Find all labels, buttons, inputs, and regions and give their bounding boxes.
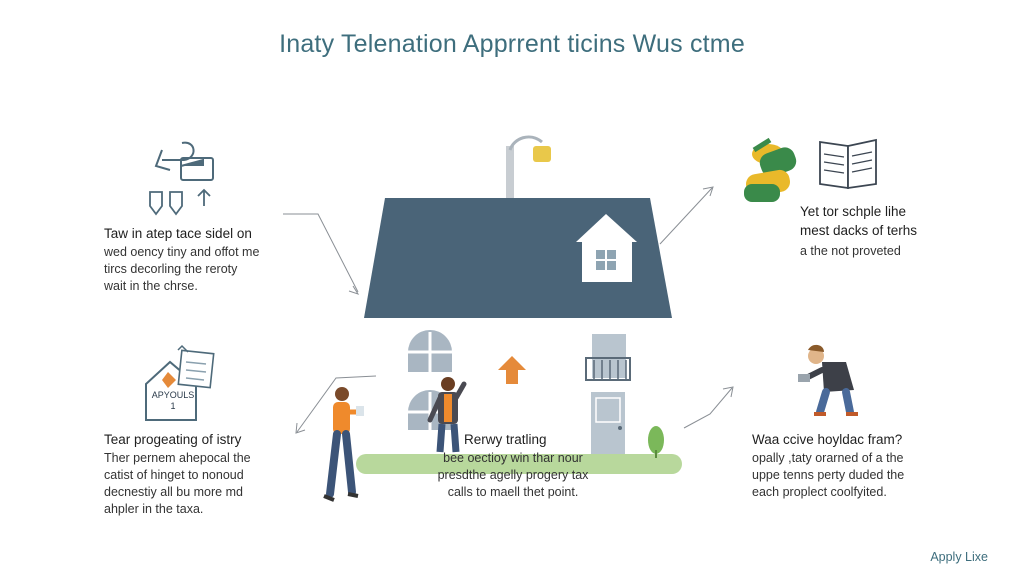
- block-line: uppe tenns perty duded the: [752, 468, 905, 482]
- balcony-door: [585, 334, 631, 381]
- block-heading: mest dacks of terhs: [800, 223, 918, 238]
- block-line: Ther pernem ahepocal the: [104, 451, 251, 465]
- arrow-bottom-right: [683, 387, 733, 429]
- sign-label: APYOULS 1: [150, 390, 196, 412]
- connector-arrows: [283, 186, 734, 434]
- block-bottom-center: Rerwy tratling bee oectioy win thar nour…: [408, 432, 618, 501]
- block-line: wait in the chrse.: [104, 279, 198, 293]
- arrow-top-right: [659, 187, 713, 245]
- block-heading: Taw in atep tace sidel on: [104, 226, 252, 241]
- sign-line-2: 1: [170, 401, 176, 411]
- block-top-left: Taw in atep tace sidel on wed oency tiny…: [104, 226, 259, 295]
- block-line: bee oectioy win thar nour: [443, 451, 583, 465]
- lamp-post-icon: [508, 135, 543, 151]
- money-roll-icon: [744, 137, 797, 202]
- tree-icon: [648, 426, 664, 458]
- lawn: [356, 454, 682, 474]
- block-line: decnestiy all bu more md: [104, 485, 243, 499]
- lamp-light: [533, 146, 551, 162]
- return-arrow-icon: [154, 141, 195, 171]
- block-top-right: Yet tor schple lihe mest dacks of terhs …: [800, 202, 917, 260]
- block-bottom-left: Tear progeating of istry Ther pernem ahe…: [104, 432, 251, 518]
- small-roof-arrow: [498, 356, 526, 370]
- tag-icon: [149, 188, 211, 216]
- page-title: Inaty Telenation Apprrent ticins Wus ctm…: [279, 30, 745, 58]
- block-line: a the not proveted: [800, 244, 901, 258]
- sign-line-1: APYOULS: [151, 390, 195, 400]
- person-right: [798, 344, 858, 416]
- dormer-roof: [576, 214, 637, 242]
- person-center: [427, 377, 467, 453]
- arched-window-top: [408, 330, 452, 372]
- folder-icon: [180, 157, 214, 181]
- arrow-bottom-left: [296, 375, 377, 433]
- block-heading: Yet tor schple lihe: [800, 204, 907, 219]
- block-line: wed oency tiny and offot me: [104, 245, 260, 259]
- house: [356, 135, 682, 474]
- front-door: [591, 392, 625, 454]
- block-line: calls to maell thet point.: [447, 485, 579, 499]
- block-bottom-right: Waa ccive hoyldac fram? opally ,taty ora…: [752, 432, 904, 501]
- block-line: ahpler in the taxa.: [104, 502, 204, 516]
- book-icon: [819, 138, 877, 190]
- block-heading: Tear progeating of istry: [104, 432, 242, 447]
- person-left: [323, 387, 364, 502]
- house-document-icon: [145, 344, 215, 421]
- block-line: catist of hinget to nonoud: [104, 468, 244, 482]
- block-line: each proplect coolfyited.: [752, 485, 887, 499]
- block-line: tircs decorling the reroty: [104, 262, 238, 276]
- block-line: presdthe agelly progery tax: [437, 468, 589, 482]
- arrow-top-left: [283, 213, 359, 293]
- chimney-pole: [506, 146, 514, 200]
- footer-label: Apply Lixe: [930, 550, 988, 564]
- block-line: opally ,taty orarned of a the: [752, 451, 904, 465]
- block-heading: Rerwy tratling: [464, 432, 547, 447]
- block-heading: Waa ccive hoyldac fram?: [752, 432, 903, 447]
